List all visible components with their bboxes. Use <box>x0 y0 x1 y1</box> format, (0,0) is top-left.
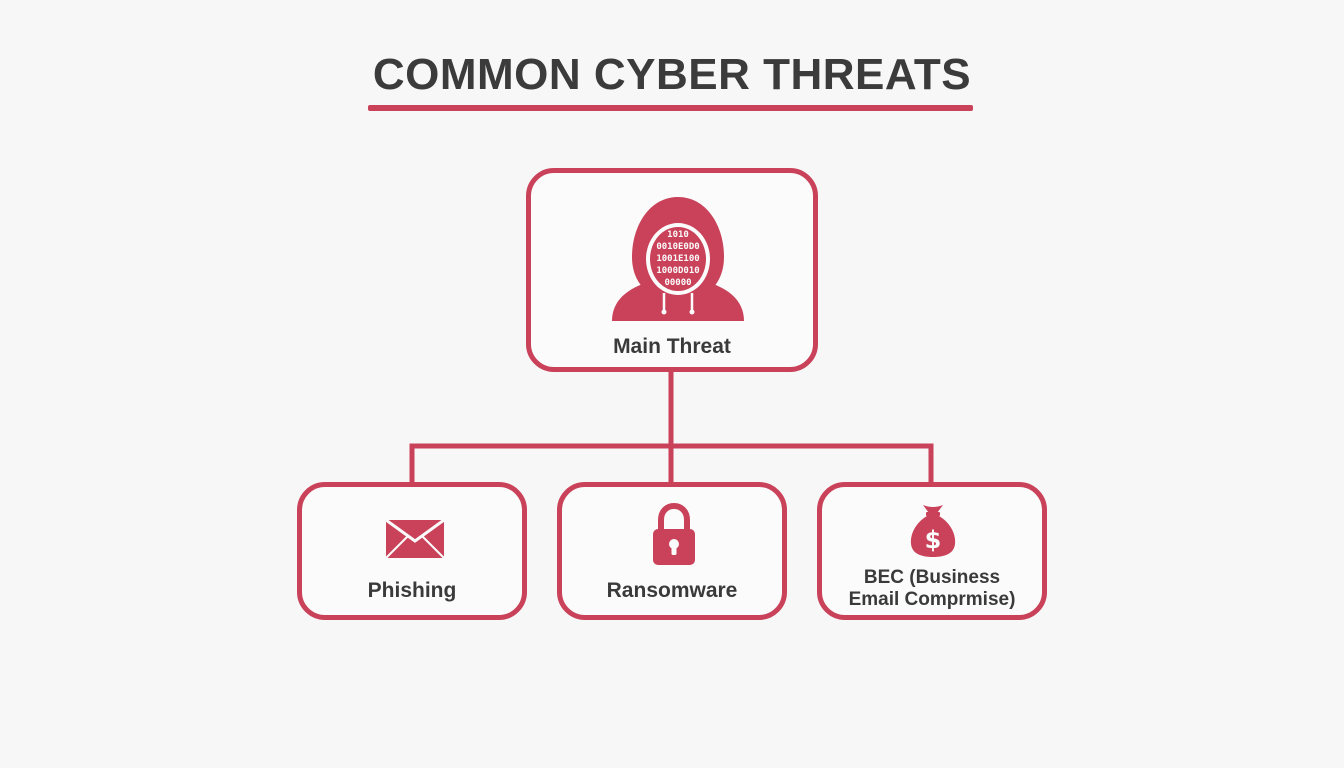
svg-text:1010: 1010 <box>667 230 689 240</box>
node-main-threat: 1010 0010E0D0 1001E100 1000D010 00000 Ma… <box>526 168 818 372</box>
node-ransomware: Ransomware <box>557 482 787 620</box>
svg-text:00000: 00000 <box>664 278 691 288</box>
svg-text:1000D010: 1000D010 <box>656 266 699 276</box>
node-bec-label-line1: BEC (Business <box>863 567 1001 588</box>
node-main-threat-label: Main Threat <box>613 335 731 358</box>
node-bec-label: BEC (Business Email Comprmise) <box>822 567 1042 611</box>
svg-text:$: $ <box>925 526 942 554</box>
svg-text:0010E0D0: 0010E0D0 <box>656 242 699 252</box>
node-bec-label-line2: Email Comprmise) <box>848 589 1016 610</box>
diagram-title: COMMON CYBER THREATS <box>372 50 972 99</box>
hooded-hacker-icon: 1010 0010E0D0 1001E100 1000D010 00000 <box>612 197 744 321</box>
node-phishing-label: Phishing <box>367 579 457 602</box>
svg-text:1001E100: 1001E100 <box>656 254 699 264</box>
node-ransomware-label: Ransomware <box>606 579 738 602</box>
money-bag-icon: $ <box>910 505 956 557</box>
title-underline <box>368 105 973 111</box>
padlock-icon <box>653 503 695 565</box>
node-bec: $ BEC (Business Email Comprmise) <box>817 482 1047 620</box>
node-phishing: Phishing <box>297 482 527 620</box>
envelope-icon <box>385 519 445 559</box>
